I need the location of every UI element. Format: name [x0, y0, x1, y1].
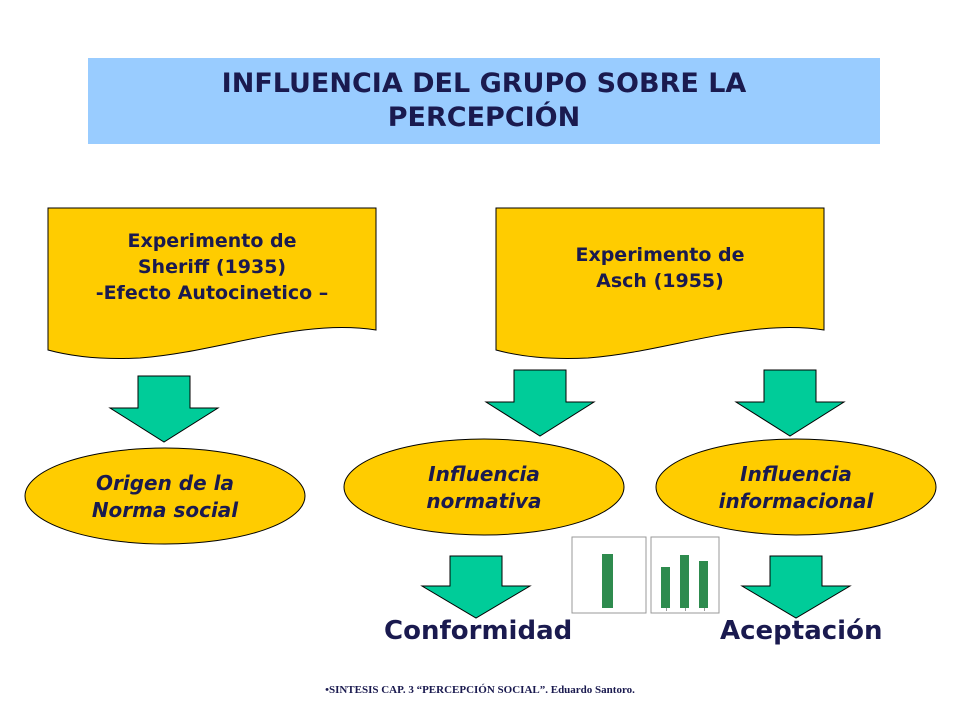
arrow-down-icon	[734, 369, 846, 437]
sheriff-box-label: Experimento de Sheriff (1935) -Efecto Au…	[95, 230, 329, 304]
normativa-label: Influencia normativa	[426, 462, 542, 513]
arrow-down-icon	[740, 555, 852, 619]
reference-line-bar	[602, 554, 613, 608]
informacional-label: Influencia informacional	[718, 462, 874, 513]
option-line-bar	[680, 555, 689, 608]
conformidad-label: Conformidad	[384, 616, 573, 646]
line-options-figure	[650, 536, 720, 614]
arrow-down-icon	[108, 375, 220, 443]
page-title: INFLUENCIA DEL GRUPO SOBRE LA PERCEPCIÓN	[221, 68, 747, 133]
option-line-bar	[699, 561, 708, 608]
origen-ellipse	[24, 447, 306, 545]
informacional-ellipse	[655, 438, 937, 536]
arrow-down-icon	[420, 555, 532, 619]
line-comparison-figure	[571, 536, 647, 614]
normativa-ellipse	[343, 438, 625, 536]
origen-label: Origen de la Norma social	[91, 471, 239, 522]
aceptacion-label: Aceptación	[720, 616, 883, 646]
asch-box	[495, 207, 825, 360]
asch-box-label: Experimento de Asch (1955)	[575, 244, 745, 292]
title-banner: INFLUENCIA DEL GRUPO SOBRE LA PERCEPCIÓN	[88, 58, 880, 144]
arrow-down-icon	[484, 369, 596, 437]
sheriff-box	[47, 207, 377, 360]
option-line-bar	[661, 567, 670, 608]
footer-citation: •SINTESIS CAP. 3 “PERCEPCIÓN SOCIAL”. Ed…	[325, 684, 635, 696]
